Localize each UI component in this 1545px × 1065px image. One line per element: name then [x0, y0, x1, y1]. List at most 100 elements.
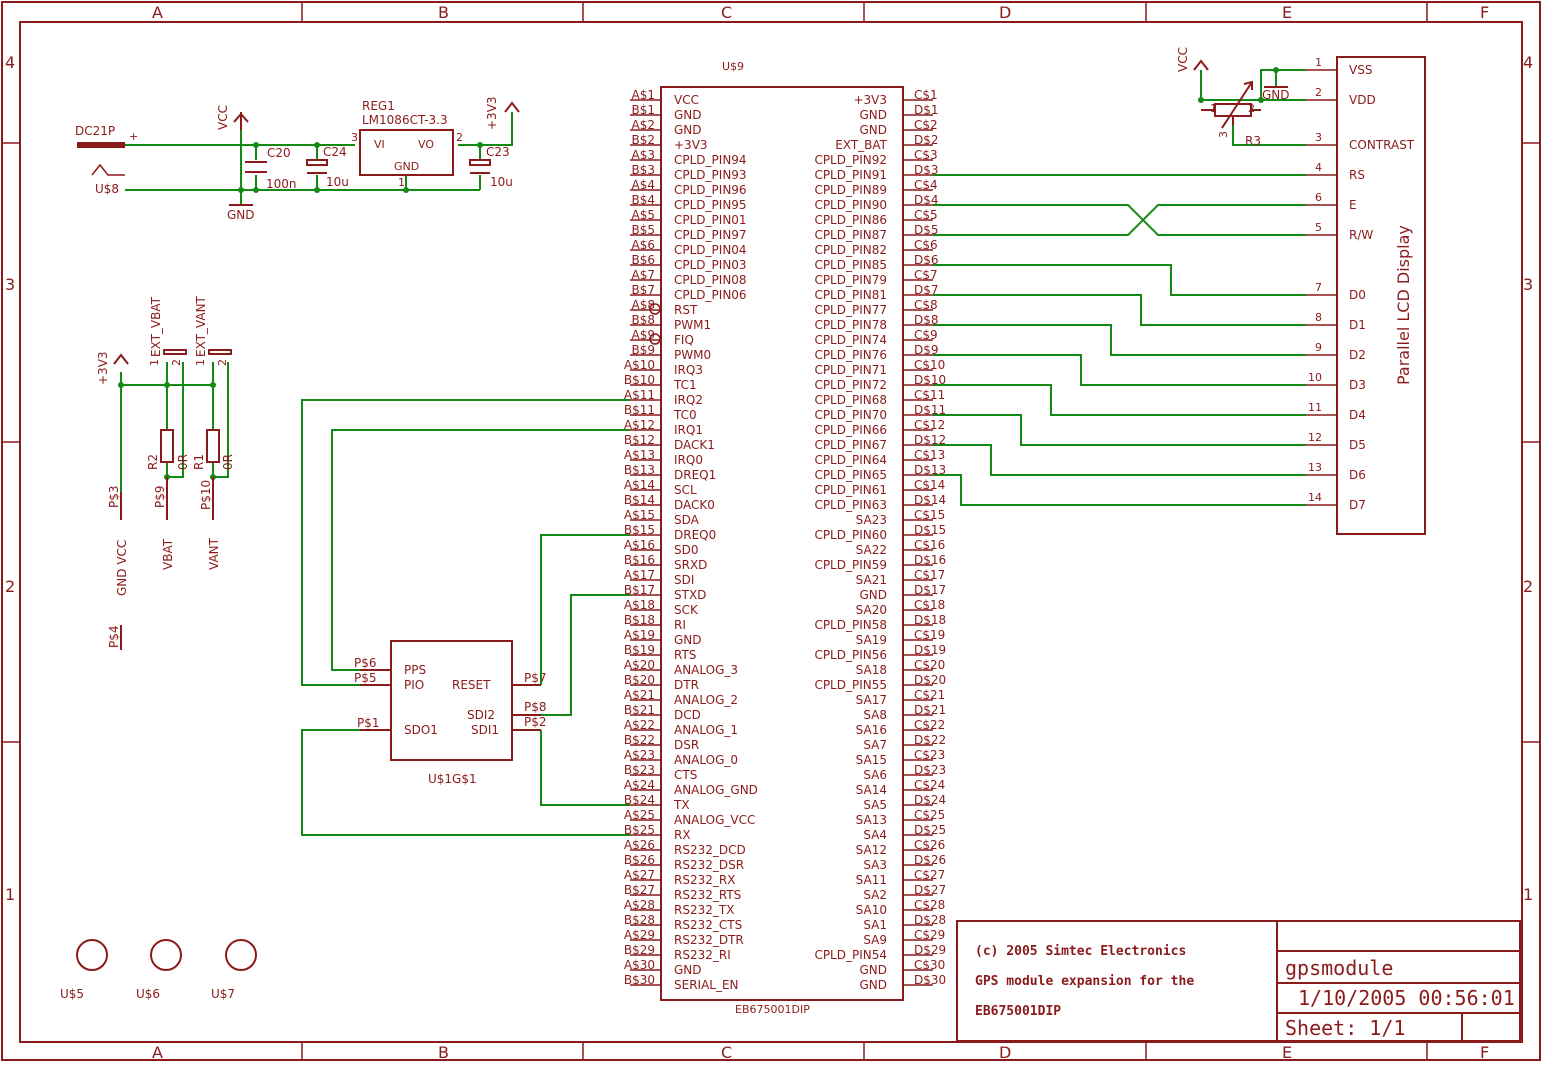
power-supply: DC21P + U$8 VCC GND +3V3 C20 100n: [75, 96, 520, 222]
lcd-pin-number: 11: [1308, 401, 1322, 414]
pad-p4: P$4: [107, 625, 121, 648]
module-left-pad: B$30: [624, 973, 655, 987]
lcd-vcc-label: VCC: [1176, 47, 1190, 72]
module-right-pad: D$16: [914, 553, 946, 567]
module-left-pin-name: RS232_TX: [674, 903, 734, 917]
inverted-pin-icon: [649, 333, 661, 345]
module-left-pad: A$18: [624, 598, 655, 612]
module-left-pad: B$18: [624, 613, 655, 627]
pot-pin-2: 2: [1248, 102, 1255, 115]
module-left-pad: B$24: [624, 793, 655, 807]
title-description-1: GPS module expansion for the: [975, 974, 1194, 989]
lcd-pin-number: 6: [1315, 191, 1322, 204]
title-date: 1/10/2005 00:56:01: [1298, 986, 1515, 1010]
module-left-pad: A$24: [624, 778, 655, 792]
v33-power-symbol: +3V3: [485, 96, 520, 130]
lcd-pin-name: D5: [1349, 438, 1366, 452]
module-left-pin-name: GND: [674, 123, 702, 137]
module-right-pin-name: SA3: [863, 858, 887, 872]
module-right-pad: C$7: [914, 268, 938, 282]
net-vbat: VBAT: [161, 538, 175, 570]
module-right-pad: C$27: [914, 868, 945, 882]
module-right-pad: D$30: [914, 973, 946, 987]
module-right-pin-name: SA10: [856, 903, 887, 917]
module-right-pad: C$4: [914, 178, 938, 192]
module-left-pin-name: CPLD_PIN93: [674, 168, 747, 182]
module-left-pad: A$27: [624, 868, 655, 882]
module-right-pad: D$12: [914, 433, 946, 447]
module-left-pin-name: RI: [674, 618, 686, 632]
module-right-pad: C$5: [914, 208, 938, 222]
module-right-pad: C$29: [914, 928, 945, 942]
module-left-pad: A$16: [624, 538, 655, 552]
module-left-pad: B$14: [624, 493, 655, 507]
module-right-pin-name: CPLD_PIN58: [814, 618, 887, 632]
lcd-pin-name: R/W: [1349, 228, 1373, 242]
title-block: (c) 2005 Simtec Electronics GPS module e…: [956, 920, 1521, 1042]
frame-row-label: 3: [1523, 275, 1533, 294]
module-right-pin-name: CPLD_PIN68: [814, 393, 887, 407]
lcd-pin-number: 7: [1315, 281, 1322, 294]
module-left-pin-name: STXD: [674, 588, 706, 602]
gps-pad-p5: P$5: [354, 671, 377, 685]
module-left-pin-name: CPLD_PIN08: [674, 273, 747, 287]
module-right-pad: D$11: [914, 403, 946, 417]
module-right-pin-name: SA22: [856, 543, 887, 557]
reg-pin-2: 2: [456, 131, 463, 144]
module-right-pin-name: GND: [859, 123, 887, 137]
module-left-pin-name: SCL: [674, 483, 697, 497]
module-left-pad: A$7: [632, 268, 655, 282]
lcd-pin-name: E: [1349, 198, 1357, 212]
title-drawing-name: gpsmodule: [1285, 956, 1393, 980]
reg-gnd: GND: [394, 160, 419, 173]
module-right-pin-name: SA17: [856, 693, 887, 707]
module-right-pad: D$23: [914, 763, 946, 777]
module-right-pin-name: CPLD_PIN90: [814, 198, 887, 212]
module-left-pin-name: RS232_RI: [674, 948, 731, 962]
module-right-pad: D$22: [914, 733, 946, 747]
frame-row-label: 3: [5, 275, 15, 294]
module-right-pad: C$2: [914, 118, 938, 132]
module-left-pad: B$10: [624, 373, 655, 387]
r1-ref: R1: [192, 454, 206, 470]
module-left-pin-name: SERIAL_EN: [674, 978, 739, 992]
module-right-pad: D$29: [914, 943, 946, 957]
lcd-pin-name: VSS: [1349, 63, 1372, 77]
lcd-pin-number: 1: [1315, 56, 1322, 69]
module-right-pin-name: CPLD_PIN79: [814, 273, 887, 287]
module-left-pin-name: TC0: [673, 408, 697, 422]
module-right-pin-name: SA23: [856, 513, 887, 527]
module-right-pin-name: CPLD_PIN72: [814, 378, 887, 392]
module-right-pad: C$13: [914, 448, 945, 462]
module-left-pin-name: CPLD_PIN01: [674, 213, 747, 227]
lcd-display: Parallel LCD Display 1VSS2VDD3CONTRAST4R…: [933, 47, 1426, 535]
jumper-vant-label: EXT_VANT: [194, 295, 208, 357]
module-right-pad: C$28: [914, 898, 945, 912]
module-left-pad: A$28: [624, 898, 655, 912]
module-left-pad: B$2: [631, 133, 655, 147]
module-right-pad: D$10: [914, 373, 946, 387]
gps-pad-p1: P$1: [357, 716, 380, 730]
module-right-pin-name: SA12: [856, 843, 887, 857]
module-right-pad: D$18: [914, 613, 946, 627]
module-right-pad: D$6: [914, 253, 939, 267]
module-left-pad: A$12: [624, 418, 655, 432]
module-right-pad: C$20: [914, 658, 945, 672]
module-left-pin-name: SD0: [674, 543, 699, 557]
mounting-hole-icon: [150, 939, 182, 971]
gps-pad-p6: P$6: [354, 656, 377, 670]
module-left-pin-name: SDI: [674, 573, 694, 587]
module-left-pad: A$3: [632, 148, 655, 162]
frame-row-label: 2: [5, 577, 15, 596]
module-left-pin-name: RX: [674, 828, 691, 842]
module-right-pin-name: CPLD_PIN55: [814, 678, 887, 692]
reg-pin-3: 3: [351, 131, 358, 144]
title-copyright: (c) 2005 Simtec Electronics: [975, 944, 1186, 959]
dc-jack-plus: +: [129, 130, 138, 143]
module-left-pad: B$28: [624, 913, 655, 927]
module-right-pin-name: CPLD_PIN66: [814, 423, 887, 437]
module-left-pad: B$3: [631, 163, 655, 177]
module-right-pad: D$9: [914, 343, 939, 357]
module-left-pin-name: RTS: [674, 648, 696, 662]
